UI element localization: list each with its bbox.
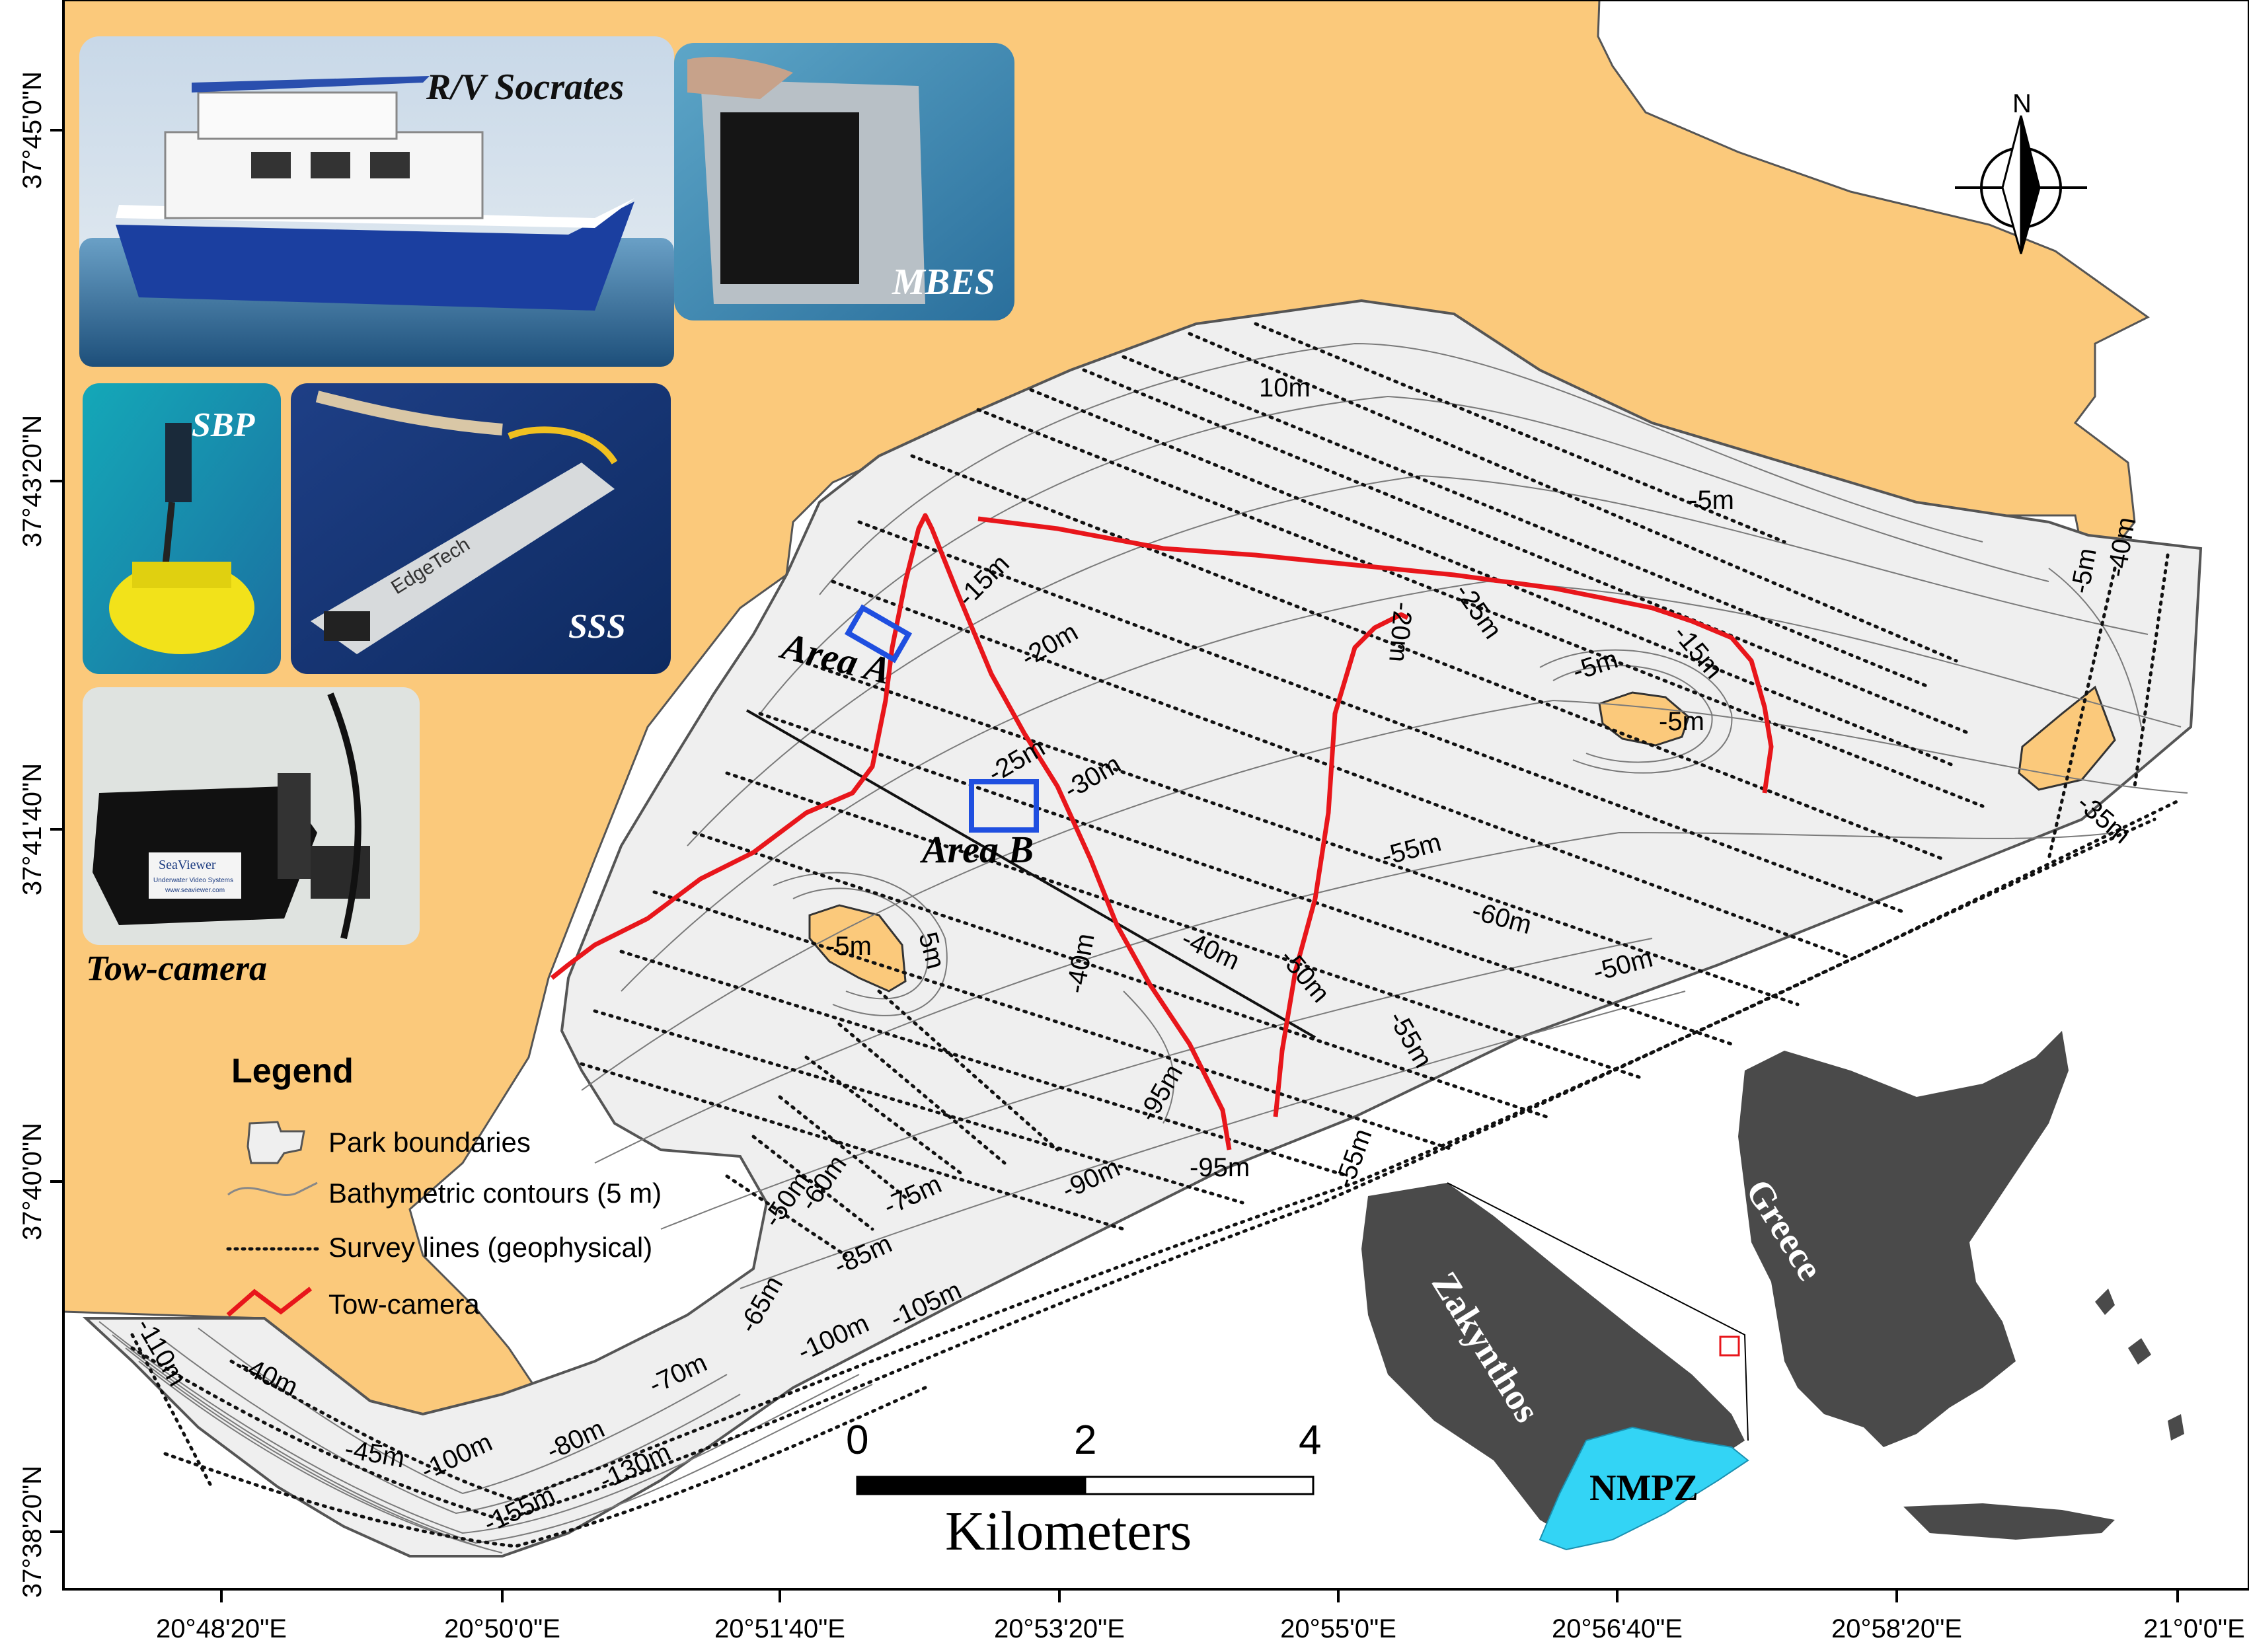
scale-tick-4: 4 <box>1299 1417 1321 1463</box>
photo-label-vessel: R/V Socrates <box>426 67 624 108</box>
photo-label-tow-camera: Tow-camera <box>86 948 267 988</box>
inset-crete-shape <box>1903 1503 2115 1540</box>
legend-contour-swatch <box>227 1182 318 1196</box>
longitude-tick-label: 20°51'40"E <box>714 1614 845 1643</box>
camera-url-label: www.seaviewer.com <box>165 887 225 894</box>
photo-sss: EdgeTech SSS <box>291 383 671 674</box>
legend-park-swatch <box>247 1121 305 1164</box>
scale-tick-0: 0 <box>846 1417 868 1463</box>
location-inset: NMPZ Zakynthos Greece <box>1361 1031 2184 1551</box>
photo-sbp: SBP <box>83 383 281 674</box>
photo-tow-camera: SeaViewer Underwater Video Systems www.s… <box>83 687 420 988</box>
latitude-tick-label: 37°40'0"N <box>18 1123 47 1240</box>
legend-item-survey: Survey lines (geophysical) <box>328 1232 652 1263</box>
camera-tagline-label: Underwater Video Systems <box>153 877 233 884</box>
area-b-box <box>969 779 1039 833</box>
inset-greece-shape <box>1738 1031 2069 1447</box>
photo-label-sss: SSS <box>568 608 626 646</box>
axis-ticks <box>50 129 2179 1602</box>
depth-label: 10m <box>1259 373 1311 402</box>
north-label: N <box>2012 89 2032 118</box>
longitude-tick-label: 20°50'0"E <box>444 1614 560 1643</box>
latitude-axis: 37°45'0"N 37°43'20"N 37°41'40"N 37°40'0"… <box>18 71 47 1598</box>
inset-park-shape <box>1539 1426 1749 1551</box>
longitude-tick-label: 20°58'20"E <box>1831 1614 1962 1643</box>
depth-label: -5m <box>826 932 872 961</box>
latitude-tick-label: 37°41'40"N <box>18 763 47 895</box>
legend-item-contours: Bathymetric contours (5 m) <box>328 1178 662 1209</box>
north-arrow: N <box>1955 89 2087 254</box>
inset-island-shape <box>2128 1338 2151 1365</box>
inset-island-shape <box>2095 1289 2115 1315</box>
legend-item-tow-camera: Tow-camera <box>328 1289 480 1320</box>
photo-label-sbp: SBP <box>192 406 256 444</box>
bathymetric-contours <box>98 342 2188 1554</box>
depth-label: -5m <box>1689 486 1734 515</box>
survey-line-solid <box>746 709 1316 1039</box>
photo-label-mbes: MBES <box>892 262 995 303</box>
survey-lines <box>130 322 2183 1548</box>
longitude-tick-label: 20°53'20"E <box>994 1614 1125 1643</box>
photo-mbes: MBES <box>674 43 1014 320</box>
headland-east <box>2018 685 2116 791</box>
scale-bar: 0 2 4 Kilometers <box>846 1417 1321 1562</box>
depth-label: -20m <box>1383 601 1418 663</box>
legend-tow-swatch <box>226 1287 313 1317</box>
latitude-tick-label: 37°45'0"N <box>18 71 47 189</box>
longitude-tick-label: 20°56'40"E <box>1552 1614 1683 1643</box>
legend-item-park: Park boundaries <box>328 1127 531 1158</box>
inset-island-shape <box>2168 1414 2184 1441</box>
tow-camera-tracks <box>550 513 1774 1150</box>
depth-label: -5m <box>1659 707 1704 736</box>
legend: Legend Park boundaries Bathymetric conto… <box>226 1052 662 1320</box>
camera-brand-label: SeaViewer <box>159 858 216 872</box>
legend-title: Legend <box>231 1052 354 1090</box>
latitude-tick-label: 37°43'20"N <box>18 415 47 547</box>
map-frame <box>62 0 2249 1591</box>
inset-connector <box>1447 1182 1749 1441</box>
area-a-box <box>844 604 913 663</box>
longitude-tick-label: 20°48'20"E <box>156 1614 287 1643</box>
scale-tick-2: 2 <box>1074 1417 1096 1463</box>
inset-locator-box <box>1719 1335 1740 1357</box>
photo-vessel: R/V Socrates <box>79 36 674 367</box>
scale-unit: Kilometers <box>945 1501 1192 1562</box>
depth-label: -95m <box>1190 1153 1250 1182</box>
inset-label-park: NMPZ <box>1589 1468 1698 1509</box>
area-b-label: Area B <box>920 828 1034 871</box>
longitude-tick-label: 21°0'0"E <box>2143 1614 2245 1643</box>
islet-west <box>808 904 907 993</box>
latitude-tick-label: 37°38'20"N <box>18 1466 47 1598</box>
longitude-tick-label: 20°55'0"E <box>1280 1614 1396 1643</box>
longitude-axis: 20°48'20"E 20°50'0"E 20°51'40"E 20°53'20… <box>156 1614 2245 1643</box>
